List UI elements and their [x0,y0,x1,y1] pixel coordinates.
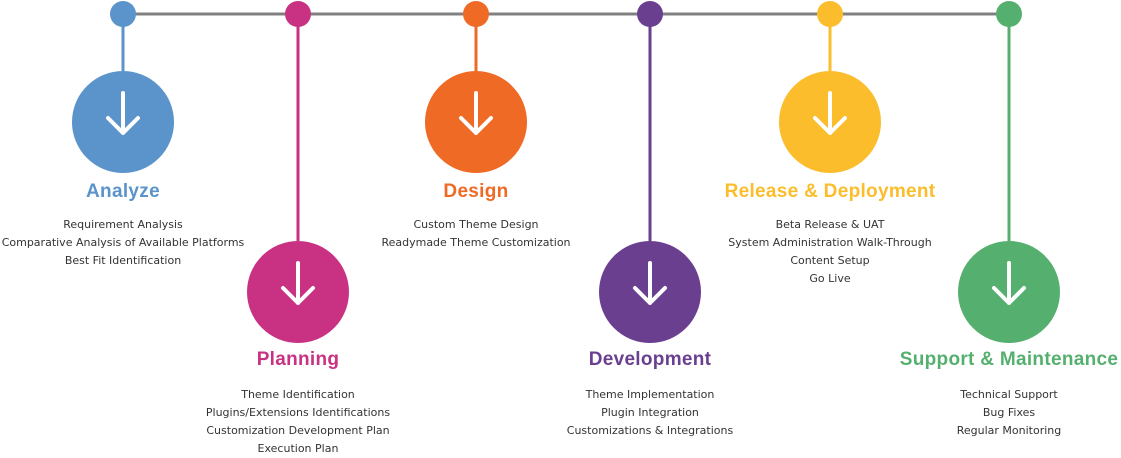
stage-analyze-timeline-dot [110,1,136,27]
stage-support-arrow-down-icon [992,261,1026,305]
stage-development-arrow-down-icon [633,261,667,305]
stage-design-graphic [425,1,527,173]
stage-planning-timeline-dot [285,1,311,27]
stage-release-timeline-dot [817,1,843,27]
stage-release-item-list: Beta Release & UAT System Administration … [660,216,1000,288]
stage-support-graphic [958,1,1060,343]
stage-item: Technical Support [960,388,1058,401]
stage-release-arrow-down-icon [813,91,847,135]
stage-item: Beta Release & UAT [775,218,885,231]
stage-support-title: Support & Maintenance [899,349,1119,370]
stage-support-timeline-dot [996,1,1022,27]
stage-item: Theme Implementation [585,388,715,401]
stage-release-graphic [779,1,881,173]
stage-release-title: Release & Deployment [724,181,936,202]
stage-development-title: Development [588,349,712,370]
stage-analyze-arrow-down-icon [106,91,140,135]
stage-analyze-title: Analyze [86,181,160,202]
stage-item: Customizations & Integrations [566,424,734,437]
stage-design-title: Design [443,181,509,202]
stage-item: Execution Plan [257,442,339,455]
stage-planning-title: Planning [256,349,340,370]
stage-design-timeline-dot [463,1,489,27]
stage-development-timeline-dot [637,1,663,27]
stage-item: Customization Development Plan [206,424,390,437]
stage-item: Theme Identification [241,388,355,401]
stage-item: Bug Fixes [982,406,1036,419]
stage-item: Plugins/Extensions Identifications [205,406,391,419]
stage-analyze-graphic [72,1,174,173]
stage-item: Comparative Analysis of Available Platfo… [1,236,245,249]
stage-item: Content Setup [790,254,870,267]
stage-development-graphic [599,1,701,343]
stage-item: Requirement Analysis [63,218,183,231]
stage-planning-arrow-down-icon [281,261,315,305]
stage-design-arrow-down-icon [459,91,493,135]
stage-planning-graphic [247,1,349,343]
stage-item: Readymade Theme Customization [381,236,571,249]
stage-item: Plugin Integration [601,406,699,419]
stage-item: Custom Theme Design [413,218,539,231]
stage-item: Go Live [809,272,851,285]
stage-item: Regular Monitoring [956,424,1062,437]
stage-item: System Administration Walk-Through [728,236,932,249]
stage-item: Best Fit Identification [64,254,182,267]
